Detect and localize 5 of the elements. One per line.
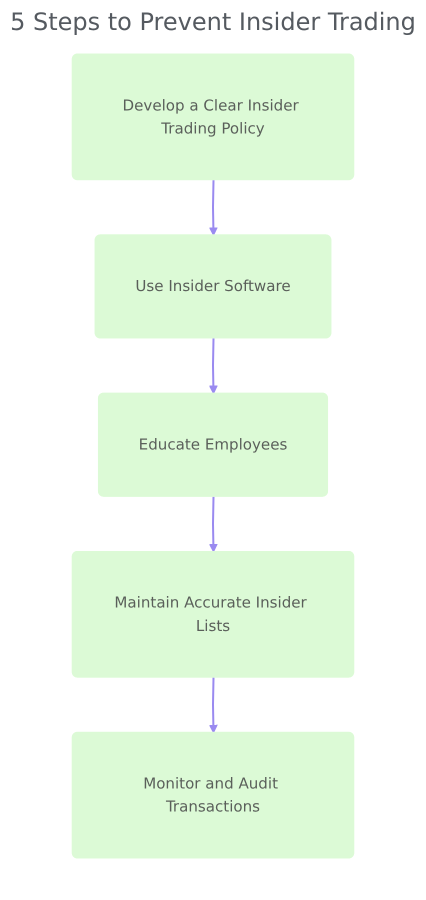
arrow	[208, 496, 218, 552]
arrow	[208, 678, 218, 734]
diagram-title: 5 Steps to Prevent Insider Trading	[9, 8, 417, 36]
arrow	[208, 180, 218, 236]
arrow	[208, 338, 218, 394]
